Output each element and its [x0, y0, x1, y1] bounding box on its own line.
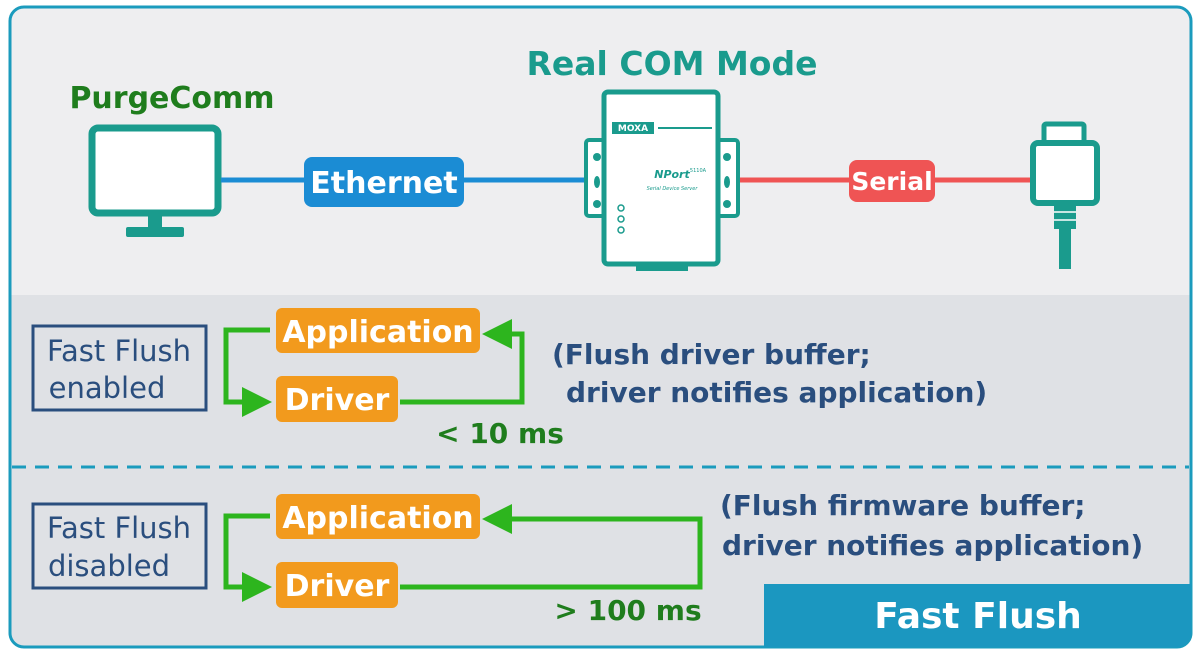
enabled-time-label: < 10 ms: [436, 417, 564, 450]
enabled-driver-label: Driver: [285, 383, 390, 418]
mode-title: Real COM Mode: [527, 44, 818, 83]
serial-label: Serial: [851, 167, 932, 196]
disabled-driver-box: [276, 562, 398, 608]
nport-device-icon: MOXA NPort 5110A Serial Device Server: [584, 89, 740, 271]
device-brand: MOXA: [618, 124, 648, 134]
disabled-box-line2: disabled: [48, 549, 170, 583]
enabled-arrow-left: [223, 327, 272, 417]
enabled-application-label: Application: [282, 315, 473, 350]
ethernet-badge: [304, 157, 464, 207]
disabled-time-label: > 100 ms: [554, 594, 701, 627]
enabled-box-line1: Fast Flush: [47, 334, 191, 368]
ethernet-label: Ethernet: [310, 166, 457, 201]
disabled-driver-label: Driver: [285, 569, 390, 604]
device-model-sub: 5110A: [690, 168, 707, 174]
disabled-note-line2: driver notifies application): [722, 529, 1143, 562]
enabled-driver-box: [276, 376, 398, 422]
enabled-application-box: [276, 308, 480, 353]
disabled-application-box: [276, 494, 480, 539]
device-caption: Serial Device Server: [647, 186, 699, 192]
disabled-arrow-left: [223, 513, 272, 602]
disabled-application-label: Application: [282, 501, 473, 536]
device-model: NPort: [654, 168, 690, 181]
outer-frame: [8, 5, 1193, 649]
fast-flush-badge: [764, 584, 1191, 647]
enabled-box: [31, 324, 208, 412]
monitor-icon: [88, 124, 222, 237]
disabled-note-line1: (Flush firmware buffer;: [720, 489, 1086, 522]
disabled-box: [31, 502, 208, 590]
enabled-note-line2: driver notifies application): [566, 376, 987, 409]
disabled-box-line1: Fast Flush: [47, 511, 191, 545]
pc-label: PurgeComm: [69, 81, 274, 116]
enabled-note-line1: (Flush driver buffer;: [552, 338, 871, 371]
serial-badge: [849, 160, 935, 202]
serial-connector-icon: [1030, 121, 1100, 269]
enabled-box-line2: enabled: [49, 371, 166, 405]
disabled-arrow-right: [400, 504, 703, 590]
fast-flush-badge-label: Fast Flush: [874, 596, 1082, 637]
enabled-arrow-right: [400, 319, 525, 405]
